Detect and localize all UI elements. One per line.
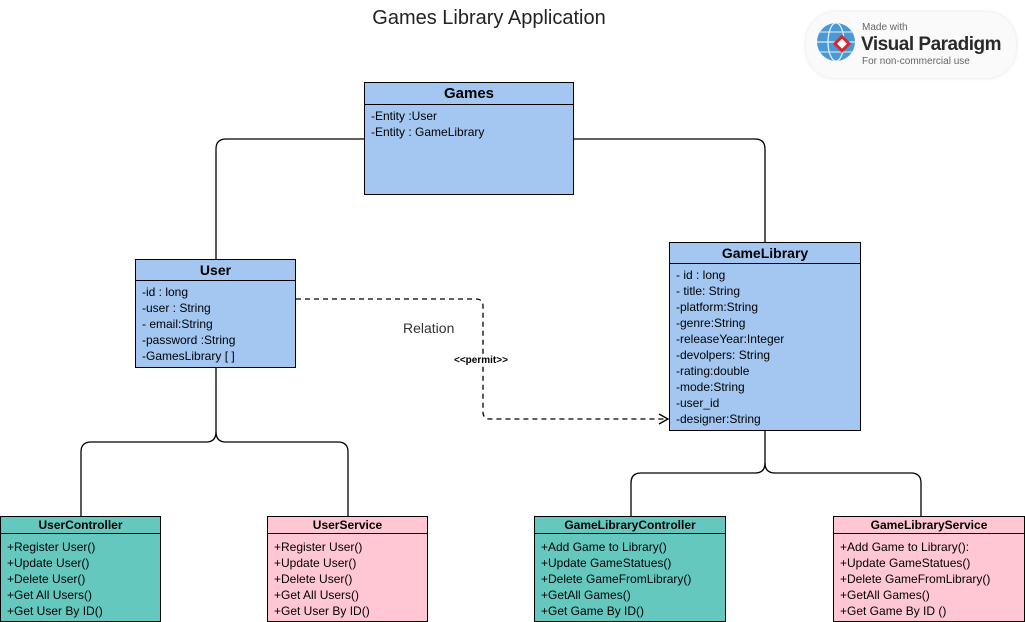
class-attribute: -mode:String bbox=[676, 380, 745, 394]
class-usercontroller-name: UserController bbox=[1, 517, 160, 534]
class-method: +Delete GameFromLibrary() bbox=[840, 572, 991, 586]
class-usercontroller-methods: +Register User() +Update User() +Delete … bbox=[1, 534, 160, 619]
class-method: +Get Game By ID () bbox=[840, 604, 947, 618]
class-userservice-methods: +Register User() +Update User() +Delete … bbox=[268, 534, 427, 619]
class-gamelibrary-name: GameLibrary bbox=[670, 243, 860, 264]
class-user-attributes: -id : long -user : String - email:String… bbox=[136, 281, 295, 364]
class-method: +Get User By ID() bbox=[274, 604, 370, 618]
class-attribute: -platform:String bbox=[676, 300, 759, 314]
class-attribute: -id : long bbox=[142, 285, 189, 299]
edge-user-usercontroller bbox=[80, 367, 217, 516]
class-user[interactable]: User -id : long -user : String - email:S… bbox=[135, 259, 296, 368]
edge-games-gamelibrary bbox=[573, 138, 766, 242]
visual-paradigm-badge: Made with Visual Paradigm For non-commer… bbox=[806, 12, 1016, 78]
class-attribute: -designer:String bbox=[676, 412, 761, 426]
class-games-attributes: -Entity :User -Entity : GameLibrary bbox=[365, 105, 573, 140]
class-attribute: -user : String bbox=[142, 301, 211, 315]
class-games[interactable]: Games -Entity :User -Entity : GameLibrar… bbox=[364, 82, 574, 195]
class-method: +GetAll Games() bbox=[840, 588, 930, 602]
class-user-name: User bbox=[136, 260, 295, 281]
class-method: +Delete User() bbox=[7, 572, 86, 586]
class-attribute: -Entity : GameLibrary bbox=[371, 125, 485, 139]
class-method: +Delete User() bbox=[274, 572, 353, 586]
class-attribute: -password :String bbox=[142, 333, 236, 347]
class-attribute: -genre:String bbox=[676, 316, 746, 330]
class-method: +GetAll Games() bbox=[541, 588, 631, 602]
relation-label: Relation bbox=[403, 320, 455, 336]
visual-paradigm-logo-icon bbox=[817, 22, 855, 62]
class-method: +Register User() bbox=[7, 540, 96, 554]
diagram-title: Games Library Application bbox=[372, 7, 606, 29]
class-method: +Register User() bbox=[274, 540, 363, 554]
edge-gamelibrary-service bbox=[764, 462, 922, 516]
class-attribute: -user_id bbox=[676, 396, 720, 410]
class-gamelibraryservice-name: GameLibraryService bbox=[834, 517, 1024, 534]
class-attribute: - id : long bbox=[676, 268, 726, 282]
class-gamelibrary-attributes: - id : long - title: String -platform:St… bbox=[670, 264, 860, 427]
class-attribute: -devolpers: String bbox=[676, 348, 771, 362]
class-gamelibrarycontroller[interactable]: GameLibraryController +Add Game to Libra… bbox=[534, 516, 726, 622]
class-games-name: Games bbox=[365, 83, 573, 105]
class-method: +Add Game to Library() bbox=[541, 540, 667, 554]
class-attribute: -Entity :User bbox=[371, 109, 438, 123]
badge-brand: Visual Paradigm bbox=[861, 34, 1002, 55]
class-method: +Delete GameFromLibrary() bbox=[541, 572, 692, 586]
class-method: +Add Game to Library(): bbox=[840, 540, 970, 554]
badge-made-with: Made with bbox=[862, 22, 908, 33]
class-method: +Get Game By ID() bbox=[541, 604, 645, 618]
class-attribute: -GamesLibrary [ ] bbox=[142, 349, 235, 363]
stereotype-label: <<permit>> bbox=[454, 355, 508, 366]
class-attribute: - title: String bbox=[676, 284, 741, 298]
edge-gamelibrary-controller bbox=[630, 430, 766, 516]
class-method: +Update User() bbox=[7, 556, 90, 570]
edge-user-userservice bbox=[215, 431, 349, 516]
class-method: +Update GameStatues() bbox=[840, 556, 971, 570]
class-attribute: - email:String bbox=[142, 317, 213, 331]
class-userservice[interactable]: UserService +Register User() +Update Use… bbox=[267, 516, 428, 622]
class-attribute: -rating:double bbox=[676, 364, 750, 378]
class-gamelibraryservice[interactable]: GameLibraryService +Add Game to Library(… bbox=[833, 516, 1025, 622]
class-userservice-name: UserService bbox=[268, 517, 427, 534]
class-method: +Get User By ID() bbox=[7, 604, 103, 618]
class-gamelibraryservice-methods: +Add Game to Library(): +Update GameStat… bbox=[834, 534, 1024, 619]
class-usercontroller[interactable]: UserController +Register User() +Update … bbox=[0, 516, 161, 622]
class-gamelibrarycontroller-name: GameLibraryController bbox=[535, 517, 725, 534]
class-method: +Update GameStatues() bbox=[541, 556, 672, 570]
class-gamelibrary[interactable]: GameLibrary - id : long - title: String … bbox=[669, 242, 861, 431]
class-method: +Get All Users() bbox=[274, 588, 360, 602]
class-attribute: -releaseYear:Integer bbox=[676, 332, 785, 346]
edge-games-user bbox=[215, 138, 364, 259]
class-method: +Update User() bbox=[274, 556, 357, 570]
class-method: +Get All Users() bbox=[7, 588, 93, 602]
badge-note: For non-commercial use bbox=[862, 56, 970, 67]
class-gamelibrarycontroller-methods: +Add Game to Library() +Update GameStatu… bbox=[535, 534, 725, 619]
